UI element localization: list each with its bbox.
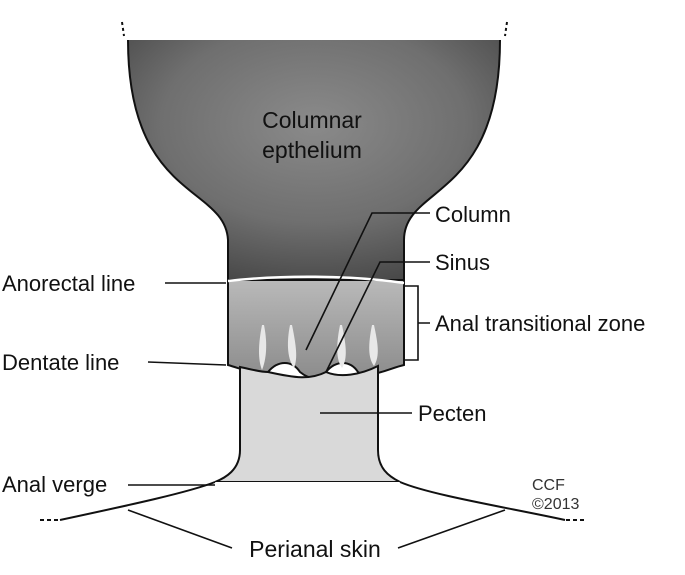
anorectal-line-label: Anorectal line	[2, 271, 135, 296]
pecten-region	[214, 364, 401, 483]
sinus-leader	[325, 261, 430, 373]
dentate-leader	[147, 361, 227, 366]
column-leader	[305, 212, 430, 351]
credit-line2: ©2013	[532, 496, 579, 513]
columnar-region	[128, 40, 500, 280]
perianal-leader	[127, 509, 506, 549]
zone-bracket	[405, 285, 430, 361]
anal-transitional-zone-label: Anal transitional zone	[435, 311, 645, 336]
columnar-label-line1: Columnar	[262, 107, 362, 133]
dentate-line-label: Dentate line	[2, 350, 119, 375]
perianal-region	[60, 482, 565, 520]
anorectal-line-mark	[227, 275, 405, 285]
rectal-wall-outline	[127, 39, 501, 280]
anal-column	[259, 325, 267, 370]
anal-verge-label: Anal verge	[2, 472, 107, 497]
sinus-label: Sinus	[435, 250, 490, 275]
anal-column	[287, 325, 297, 368]
credit-line1: CCF	[532, 477, 565, 494]
anal-column	[369, 325, 378, 366]
column-label: Column	[435, 202, 511, 227]
pecten-label: Pecten	[418, 401, 487, 426]
perianal-skin-label: Perianal skin	[249, 536, 381, 562]
columnar-label-line2: epthelium	[262, 137, 362, 163]
top-dashes	[121, 21, 508, 37]
